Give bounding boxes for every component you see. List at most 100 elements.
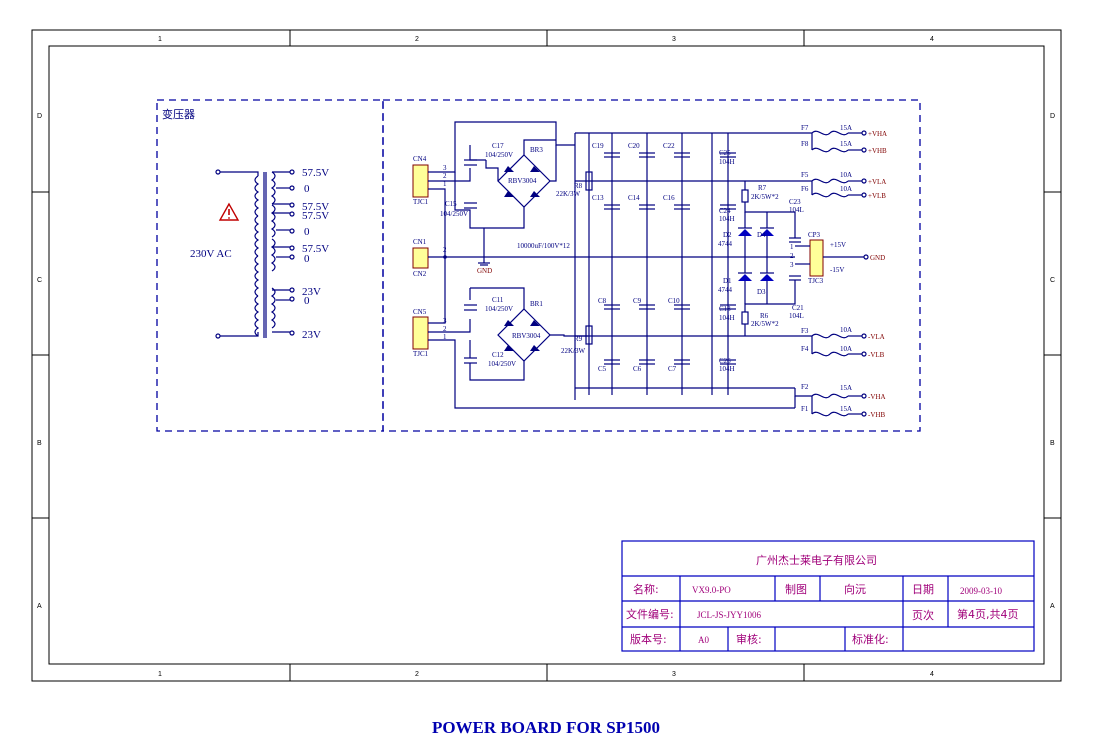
cap-row-4 (604, 359, 736, 365)
sheet-border (31, 29, 1062, 682)
r6-value: 2K/5W*2 (751, 320, 779, 328)
c19-label: C19 (592, 142, 604, 150)
power-section-box (382, 99, 921, 432)
c21-label: C21 (792, 304, 804, 312)
warning-icon (218, 202, 240, 221)
c23-value: 104L (789, 206, 804, 214)
zone-col-3-bottom: 3 (672, 671, 676, 678)
cn5-type: TJC1 (413, 350, 429, 358)
name-value: VX9.0-PO (692, 585, 731, 595)
c7-label: C7 (668, 365, 677, 373)
c17-value: 104/250V (485, 151, 513, 159)
bulk-capacitor-note: 10000uF/100V*12 (517, 242, 570, 250)
svg-text:2: 2 (790, 252, 794, 260)
standard-label: 标准化: (852, 632, 889, 646)
lower-rectifier: C11 104/250V C12 104/250V BR1 RBV3004 R9… (428, 257, 795, 409)
fuse-ref: F4 (801, 345, 809, 353)
c25-value: 104H (719, 158, 735, 166)
cn2-label: CN2 (413, 270, 427, 278)
minus15-label: -15V (830, 266, 844, 274)
fuse-ref: F3 (801, 327, 809, 335)
r7-label: R7 (758, 184, 767, 192)
tap-label: 0 (304, 183, 310, 195)
br1-label: BR1 (530, 300, 543, 308)
connector-cn1: CN1 CN2 2 (412, 238, 447, 278)
transformer: 变压器 230V AC (162, 107, 329, 341)
c18-label: C18 (719, 305, 731, 313)
svg-text:2: 2 (443, 172, 447, 180)
c11-label: C11 (492, 296, 504, 304)
connector-cn5: CN5 TJC1 321 (412, 308, 447, 358)
fuse-ref: F8 (801, 140, 809, 148)
fuse-output: +VHB (868, 147, 887, 155)
c17-label: C17 (492, 142, 504, 150)
tap-label: 0 (304, 253, 310, 265)
fuse-ref: F7 (801, 124, 809, 132)
zone-col-1-bottom: 1 (158, 671, 162, 678)
c5-label: C5 (598, 365, 607, 373)
review-label: 审核: (736, 632, 762, 646)
file-value: JCL-JS-JYY1006 (697, 610, 762, 620)
version-label: 版本号: (630, 632, 667, 646)
zone-col-4-top: 4 (930, 36, 934, 43)
page-value: 第4页,共4页 (957, 607, 1019, 621)
fuse-output: +VLB (868, 192, 886, 200)
c15-label: C15 (445, 200, 457, 208)
svg-text:1: 1 (443, 180, 447, 188)
cn5-label: CN5 (413, 308, 427, 316)
drawn-value: 向沅 (844, 582, 866, 596)
fuse-output: -VHB (868, 411, 885, 419)
c9-label: C9 (633, 297, 642, 305)
c18-value: 104H (719, 314, 735, 322)
fuse-output: -VLA (868, 333, 885, 341)
zone-row-d-left: D (37, 113, 42, 120)
c16-label: C16 (663, 194, 675, 202)
zone-col-1-top: 1 (158, 36, 162, 43)
fuse-ref: F6 (801, 185, 809, 193)
cp3-label: CP3 (808, 231, 821, 239)
d3-label: D3 (757, 288, 766, 296)
secondary-taps (272, 169, 295, 336)
d1-label: D1 (723, 277, 732, 285)
title-block: 广州杰士莱电子有限公司 名称: VX9.0-PO 制图 向沅 日期 2009-0… (621, 540, 1035, 652)
fuse-ref: F1 (801, 405, 809, 413)
cn4-label: CN4 (413, 155, 427, 163)
tap-label: 0 (304, 295, 310, 307)
cap-row-2 (604, 204, 736, 210)
c12-label: C12 (492, 351, 504, 359)
transformer-heading: 变压器 (162, 107, 195, 121)
tap-label: 23V (302, 329, 321, 341)
connector-cn4: CN4 TJC1 321 (412, 155, 447, 206)
zone-row-d-right: D (1050, 113, 1055, 120)
tap-label: 57.5V (302, 243, 329, 255)
svg-text:3: 3 (443, 164, 447, 172)
br3-value: RBV3004 (508, 177, 537, 185)
fuse-rating: 10A (840, 345, 852, 353)
c12-value: 104/250V (488, 360, 516, 368)
c26-value: 104H (719, 365, 735, 373)
tap-label: 23V (302, 286, 321, 298)
fuse-rating: 10A (840, 185, 852, 193)
plus15-label: +15V (830, 241, 846, 249)
zone-row-a-right: A (1050, 603, 1055, 610)
capacitor-bank: C19 C20 C22 C25 104H C13 C14 C16 C24 104… (574, 132, 795, 400)
tap-label: 57.5V (302, 201, 329, 213)
fuse-rating: 10A (840, 171, 852, 179)
tap-label: 57.5V (302, 210, 329, 222)
br3-label: BR3 (530, 146, 543, 154)
c13-label: C13 (592, 194, 604, 202)
fuse-output: -VHA (868, 393, 886, 401)
fuse-rating: 15A (840, 384, 852, 392)
zone-col-3-top: 3 (672, 36, 676, 43)
svg-text:1: 1 (790, 243, 794, 251)
c15-value: 104/250V (440, 210, 468, 218)
c26-label: C26 (719, 357, 731, 365)
c20-label: C20 (628, 142, 640, 150)
zone-col-2-top: 2 (415, 36, 419, 43)
r8-value: 22K/3W (556, 190, 581, 198)
d2-value: 4744 (718, 240, 733, 248)
page-label: 页次 (912, 608, 934, 622)
cap-row-1 (604, 152, 736, 158)
fuse-rating: 10A (840, 326, 852, 334)
